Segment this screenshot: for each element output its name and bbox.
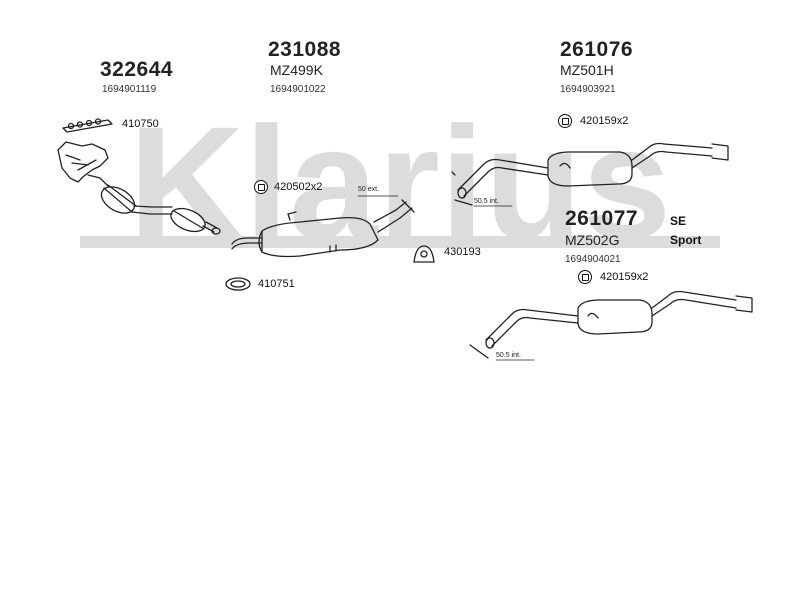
manifold-catalyst: [57, 141, 221, 235]
part-number-322644: 322644: [100, 58, 174, 81]
part-model-261076: MZ501H: [560, 62, 614, 78]
annotation-50-ext: 50 ext.: [358, 186, 380, 193]
part-number-231088: 231088: [268, 38, 342, 61]
variant-sport: Sport: [670, 233, 702, 247]
rear-silencer-top: [451, 142, 729, 206]
hanger-icon: [413, 245, 435, 263]
part-number-261077: 261077: [565, 207, 639, 230]
annotation-50-5-int-bottom: 50.5 int.: [496, 352, 521, 359]
part-code-261077: 1694904021: [565, 254, 621, 265]
part-code-261076: 1694903921: [560, 84, 616, 95]
bolt-icon: [578, 270, 592, 284]
bolt-icon: [254, 180, 268, 194]
ref-410750: 410750: [122, 118, 159, 130]
part-number-261076: 261076: [560, 38, 634, 61]
ring-icon: [225, 277, 251, 291]
ref-430193: 430193: [444, 246, 481, 258]
ref-420502: 420502x2: [274, 181, 323, 193]
ref-420159-top: 420159x2: [580, 115, 629, 127]
front-silencer: [231, 199, 415, 258]
part-model-261077: MZ502G: [565, 232, 620, 248]
part-code-322644: 1694901119: [102, 84, 157, 95]
gasket-icon: [62, 118, 113, 133]
ref-420159-bottom: 420159x2: [600, 271, 649, 283]
rear-silencer-bottom: [469, 290, 753, 359]
annotation-50-5-int-top: 50.5 int.: [474, 198, 499, 205]
part-model-231088: MZ499K: [270, 62, 323, 78]
bolt-icon: [558, 114, 572, 128]
ref-410751: 410751: [258, 278, 295, 290]
part-code-231088: 1694901022: [270, 84, 326, 95]
variant-se: SE: [670, 214, 687, 228]
